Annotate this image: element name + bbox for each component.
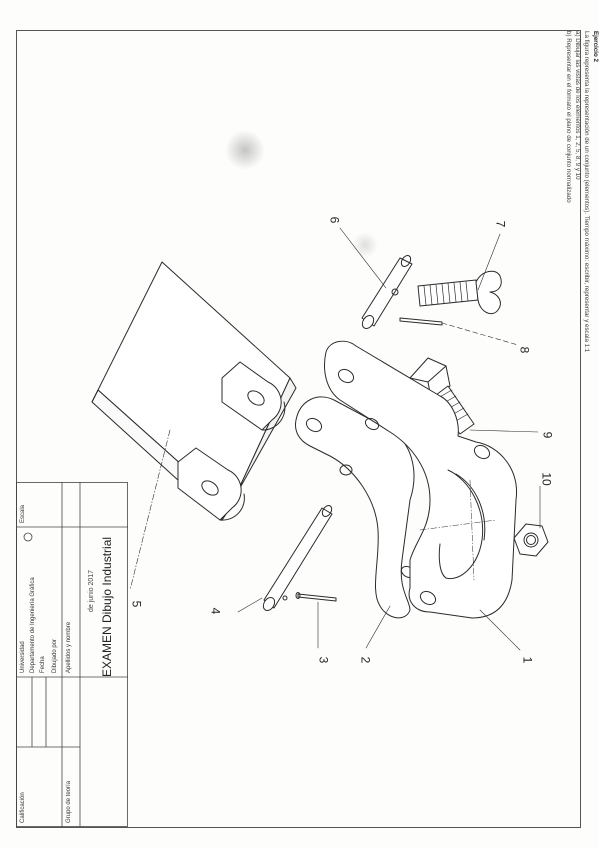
label-part-6: 6 — [327, 216, 342, 224]
label-part-2: 2 — [358, 656, 373, 664]
part-7-wing-bolt — [417, 233, 502, 315]
exam-title: EXAMEN Dibujo Industrial — [100, 536, 114, 677]
part-10-hex-nut — [513, 485, 549, 557]
label-part-8: 8 — [517, 346, 532, 354]
exam-date: de junio 2017 — [88, 569, 95, 612]
title-block-grid — [16, 482, 128, 827]
part-1-clamp-body — [324, 340, 521, 651]
nombre-label: Apellidos y nombre — [66, 621, 72, 673]
label-part-4: 4 — [208, 607, 223, 615]
departamento-label: Departamento de Ingeniería Gráfica — [30, 577, 36, 673]
grupo-label: Grupo de teoría — [66, 780, 72, 823]
scan-smudge — [352, 232, 378, 258]
title-block: Calificación Grupo de teoría Apellidos y… — [16, 482, 128, 827]
part-4-pin — [237, 504, 333, 613]
fecha-label: Fecha — [40, 656, 46, 673]
escala-label: Escala — [20, 504, 26, 523]
part-6-pin — [339, 227, 413, 330]
sheet-border — [16, 30, 581, 828]
label-part-1: 1 — [520, 656, 535, 664]
label-part-5: 5 — [129, 600, 144, 608]
calificacion-label: Calificación — [20, 792, 26, 823]
scan-smudge — [225, 130, 265, 170]
dibujado-label: Dibujado por — [52, 638, 58, 673]
label-part-9: 9 — [540, 431, 555, 439]
part-3-split-pin — [295, 592, 337, 649]
part-8-small-pin — [399, 317, 519, 346]
part-5-base-plate — [91, 261, 297, 591]
universidad-label: Universidad — [20, 641, 26, 673]
label-part-10: 10 — [539, 472, 554, 486]
label-part-7: 7 — [493, 220, 508, 228]
label-part-3: 3 — [316, 656, 331, 664]
